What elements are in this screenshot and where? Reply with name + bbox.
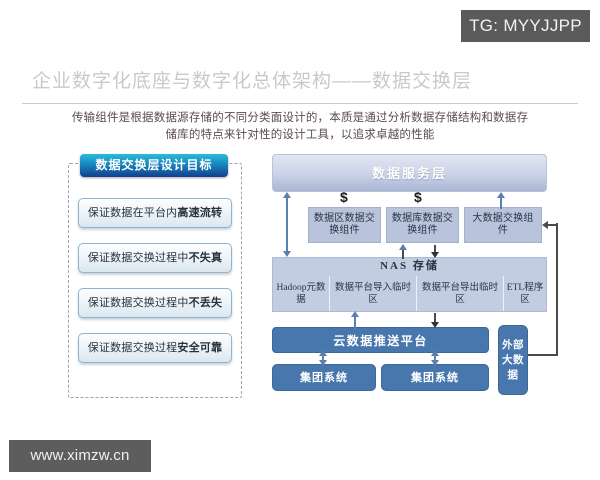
cost-marker-2: $ (414, 189, 422, 205)
connector-external-horizontal (528, 354, 558, 356)
connector-export-to-cloud (434, 313, 436, 323)
cost-marker-1: $ (340, 189, 348, 205)
arrowhead-external-left (542, 221, 548, 229)
node-storage-hadoop-metadata: Hadoop元数据 (273, 276, 329, 311)
arrowhead-group1-down (319, 360, 327, 366)
connector-bigdata-to-service (500, 197, 502, 209)
arrowhead-service-up (283, 192, 291, 198)
goal-item-2: 保证数据交换过程中不失真 (78, 243, 232, 273)
arrowhead-group2-down (431, 360, 439, 366)
node-data-service-layer: 数据服务层 (272, 154, 547, 192)
goal-item-3-emphasis: 不丢失 (188, 297, 223, 309)
arrowhead-cloud-down (431, 322, 439, 328)
connector-service-to-storage (286, 197, 288, 255)
connector-external-top-stub (548, 224, 558, 226)
connector-external-vertical (556, 223, 558, 355)
arrowhead-group2-up (431, 350, 439, 356)
goal-item-1-emphasis: 高速流转 (177, 207, 223, 219)
node-database-data-exchange-component: 数据库数据交换组件 (386, 207, 459, 243)
node-storage-etl-program-area: ETL程序区 (503, 276, 546, 311)
node-cloud-data-push-platform: 云数据推送平台 (272, 327, 489, 353)
node-area-data-exchange-component: 数据区数据交换组件 (308, 207, 381, 243)
arrowhead-export-down (431, 252, 439, 258)
telegram-watermark-badge: TG: MYYJJPP (461, 10, 590, 42)
subtitle-line-2: 储库的特点来针对性的设计工具，以追求卓越的性能 (165, 129, 435, 141)
arrowhead-group1-up (319, 350, 327, 356)
page-subtitle: 传输组件是根据数据源存储的不同分类面设计的，本质是通过分析数据存储结构和数据存 … (58, 110, 542, 144)
goal-item-2-text: 保证数据交换过程中 (87, 252, 189, 264)
connector-import-to-db-component (402, 249, 404, 259)
arrowhead-storage-down (283, 251, 291, 257)
goal-item-3: 保证数据交换过程中不丢失 (78, 288, 232, 318)
design-goals-header: 数据交换层设计目标 (80, 154, 228, 177)
page-title: 企业数字化底座与数字化总体架构——数据交换层 (32, 71, 473, 92)
node-storage-export-temp-area: 数据平台导出临时区 (416, 276, 503, 311)
arrowhead-bigdata-up (497, 192, 505, 198)
node-storage-import-temp-area: 数据平台导入临时区 (329, 276, 416, 311)
connector-cloud-to-import (354, 317, 356, 329)
goal-item-4-text: 保证数据交换过程 (87, 342, 178, 354)
node-nas-storage-title: NAS 存储 (380, 260, 439, 272)
connector-cloud-to-group1 (322, 355, 324, 364)
node-external-big-data: 外部大数据 (498, 325, 528, 395)
goal-item-2-emphasis: 不失真 (188, 252, 223, 264)
node-bigdata-exchange-component: 大数据交换组件 (464, 207, 542, 243)
arrowhead-import-up (399, 244, 407, 250)
arrowhead-cloud-up (351, 311, 359, 317)
goal-item-1: 保证数据在平台内高速流转 (78, 198, 232, 228)
goal-item-4: 保证数据交换过程安全可靠 (78, 333, 232, 363)
architecture-diagram: 数据服务层 $ $ 数据区数据交换组件 数据库数据交换组件 大数据交换组件 NA… (256, 145, 586, 415)
subtitle-line-1: 传输组件是根据数据源存储的不同分类面设计的，本质是通过分析数据存储结构和数据存 (71, 112, 529, 124)
title-divider (22, 103, 578, 104)
connector-cloud-to-group2 (434, 355, 436, 364)
site-watermark: www.ximzw.cn (9, 440, 151, 472)
goal-item-3-text: 保证数据交换过程中 (87, 297, 189, 309)
goal-item-4-emphasis: 安全可靠 (177, 342, 223, 354)
node-group-system-1: 集团系统 (272, 364, 376, 391)
node-group-system-2: 集团系统 (381, 364, 489, 391)
connector-db-component-to-export (434, 245, 436, 253)
goal-item-1-text: 保证数据在平台内 (87, 207, 178, 219)
